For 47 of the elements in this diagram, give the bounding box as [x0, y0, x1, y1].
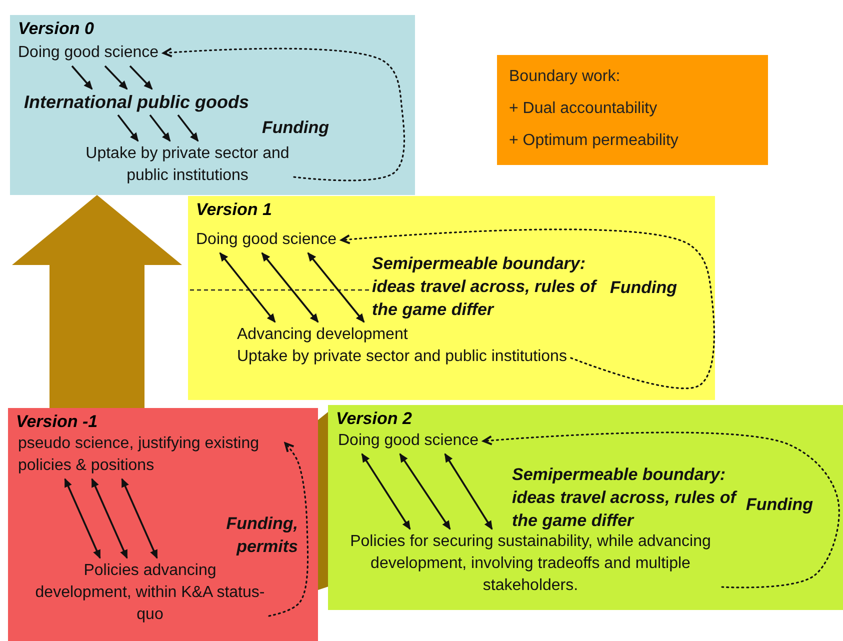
- arrow: [117, 114, 139, 142]
- node-text: Policies advancing development, within K&A status-quo: [35, 560, 265, 626]
- edge-label: Funding: [610, 277, 678, 299]
- arrow: [307, 252, 365, 323]
- arrow: [121, 478, 158, 559]
- panel-title: Version 0: [18, 19, 94, 39]
- node-text: pseudo science, justifying existing policies & positions: [18, 433, 280, 477]
- note-text: + Optimum permeability: [509, 131, 680, 151]
- arrow: [399, 453, 451, 530]
- arrow: [261, 252, 319, 323]
- node-text: Advancing development: [237, 325, 409, 345]
- arrow: [71, 65, 93, 90]
- arrow: [91, 478, 128, 559]
- node-text: Doing good science: [196, 229, 337, 251]
- boundary-note: Semipermeable boundary: ideas travel across, rules of the game differ: [372, 253, 598, 321]
- version-panel: [8, 408, 318, 641]
- note-text: Boundary work:: [509, 67, 622, 87]
- panel-title: Version -1: [16, 412, 98, 432]
- dotted-arrow: [268, 442, 309, 617]
- edge-label: Funding, permits: [225, 513, 298, 558]
- panel-title: Version 2: [336, 409, 412, 429]
- arrow: [177, 114, 199, 142]
- version-panel: [188, 196, 715, 400]
- note-box: [497, 55, 768, 165]
- dotted-arrow: [162, 48, 406, 182]
- arrow: [129, 65, 153, 90]
- boundary-note: Semipermeable boundary: ideas travel across, rules of the game differ: [512, 464, 738, 532]
- node-text: Doing good science: [338, 430, 479, 452]
- node-text: Policies for securing sustainability, while advancing development, involving tradeoffs and multiple stakeholders.: [343, 531, 718, 597]
- arrow: [361, 453, 411, 530]
- arrow: [149, 114, 171, 142]
- arrow: [219, 252, 276, 323]
- node-text: Uptake by private sector and public institutions: [85, 143, 290, 187]
- node-text: Uptake by private sector and public institutions: [237, 347, 567, 367]
- edge-label: Funding: [746, 494, 814, 516]
- node-text: International public goods: [24, 91, 249, 113]
- arrow: [444, 453, 493, 530]
- node-text: Doing good science: [18, 42, 159, 64]
- arrow: [64, 478, 101, 559]
- edge-label: Funding: [262, 117, 330, 139]
- panel-title: Version 1: [196, 200, 272, 220]
- dotted-arrow: [482, 432, 840, 588]
- dotted-arrow: [340, 228, 715, 390]
- version-panel: [328, 405, 843, 610]
- arrow: [104, 65, 128, 90]
- version-panel: [10, 15, 415, 195]
- note-text: + Dual accountability: [509, 99, 658, 119]
